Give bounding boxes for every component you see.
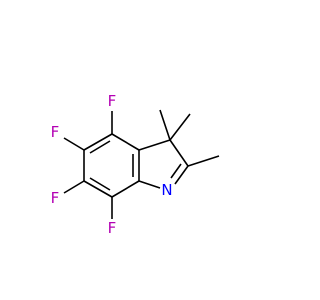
bond-c7-c7a [111, 180, 140, 198]
atom-label-f7: F [108, 219, 117, 237]
bond-c7a-n1 [138, 180, 161, 189]
atom-label-f6: F [51, 189, 60, 207]
bond-c3a-c4 [111, 133, 140, 151]
bond-c6-c7 [83, 180, 113, 198]
atom-label-f4: F [108, 92, 117, 110]
atom-labels: F F F F N [51, 92, 173, 237]
bond-c4-c5 [83, 133, 113, 151]
bond-c3-methyl-a [169, 113, 191, 141]
bond-c6-f [63, 180, 85, 194]
bond-c5-f [63, 137, 85, 151]
atom-label-f5: F [51, 123, 60, 141]
bond-c2-n1 [174, 165, 189, 185]
molecule-structure: F F F F N [51, 92, 220, 237]
bond-c3-methyl-b [159, 109, 171, 141]
bond-c3a-c3 [138, 139, 171, 151]
bond-c2-methyl [187, 155, 220, 167]
atom-label-n1: N [161, 181, 172, 199]
bond-c2-n1-inner [170, 163, 182, 179]
bond-c4-c5-inner [89, 140, 111, 154]
bond-c6-c7-inner [89, 177, 111, 191]
bond-c3-c2 [169, 139, 189, 167]
bonds [63, 109, 220, 219]
